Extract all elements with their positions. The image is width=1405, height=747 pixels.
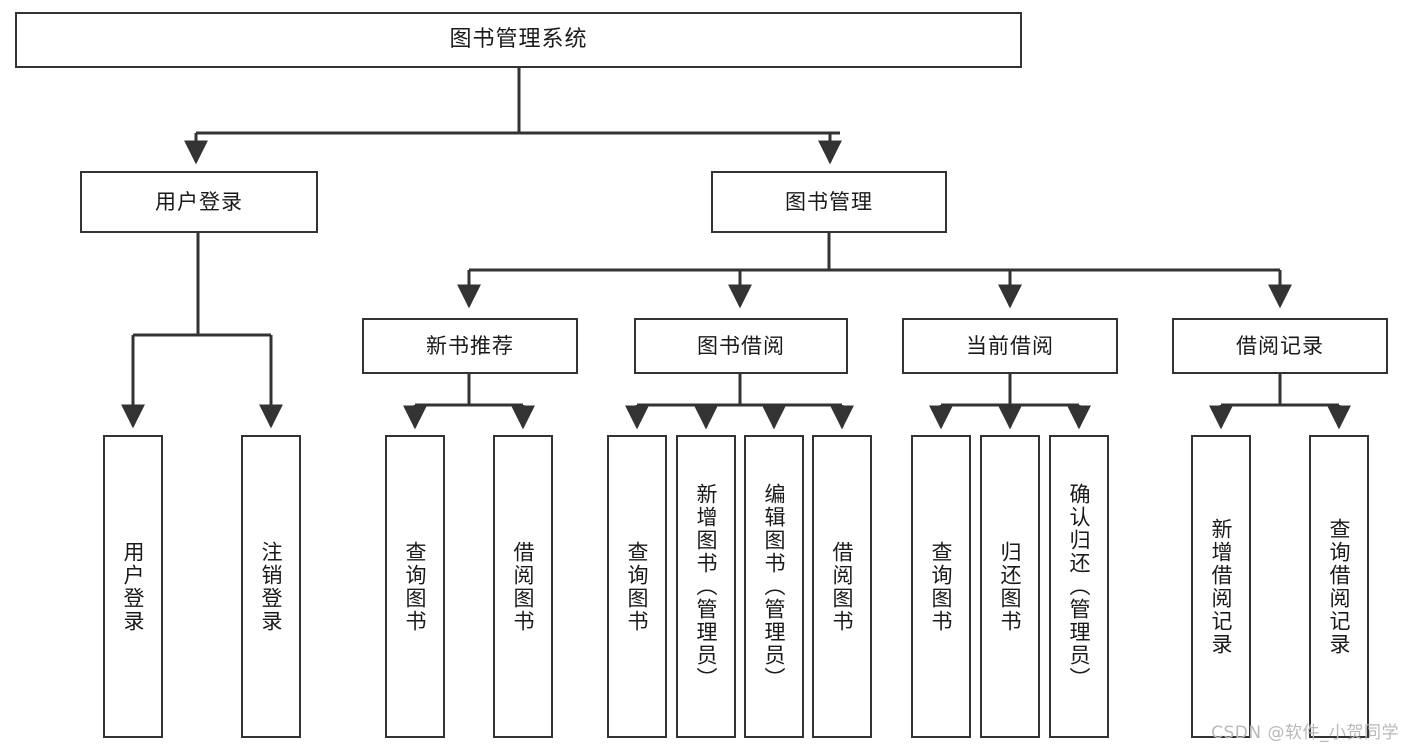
node-leaf-current-query-book[interactable]: 查询图书 — [911, 435, 971, 738]
node-book-borrow[interactable]: 图书借阅 — [634, 318, 848, 374]
node-leaf-user-logout[interactable]: 注销登录 — [241, 435, 301, 738]
node-leaf-borrow-edit-book[interactable]: 编辑图书（管理员） — [744, 435, 804, 738]
node-leaf-current-return-book[interactable]: 归还图书 — [980, 435, 1040, 738]
node-leaf-current-return-book-label: 归还图书 — [998, 540, 1023, 633]
node-leaf-user-logout-label: 注销登录 — [259, 540, 284, 633]
node-leaf-current-query-book-label: 查询图书 — [929, 540, 954, 633]
node-leaf-borrow-do-borrow[interactable]: 借阅图书 — [812, 435, 872, 738]
node-leaf-recommend-query-book-label: 查询图书 — [403, 540, 428, 633]
node-user-login[interactable]: 用户登录 — [80, 171, 318, 233]
node-leaf-record-add[interactable]: 新增借阅记录 — [1191, 435, 1251, 738]
node-book-borrow-label: 图书借阅 — [697, 333, 785, 358]
node-leaf-borrow-add-book[interactable]: 新增图书（管理员） — [676, 435, 736, 738]
node-new-book-recommend-label: 新书推荐 — [426, 333, 514, 358]
node-book-manage-label: 图书管理 — [785, 189, 873, 214]
node-leaf-record-search[interactable]: 查询借阅记录 — [1309, 435, 1369, 738]
node-leaf-current-confirm-return[interactable]: 确认归还（管理员） — [1049, 435, 1109, 738]
node-book-manage[interactable]: 图书管理 — [711, 171, 947, 233]
node-current-borrow[interactable]: 当前借阅 — [902, 318, 1118, 374]
node-leaf-recommend-borrow-book[interactable]: 借阅图书 — [493, 435, 553, 738]
node-leaf-recommend-query-book[interactable]: 查询图书 — [385, 435, 445, 738]
node-borrow-record[interactable]: 借阅记录 — [1172, 318, 1388, 374]
node-leaf-borrow-edit-book-label: 编辑图书（管理员） — [762, 483, 787, 690]
csdn-watermark: CSDN @软件_小贺同学 — [1211, 723, 1399, 743]
node-root-system-label: 图书管理系统 — [449, 27, 588, 53]
node-leaf-record-search-label: 查询借阅记录 — [1327, 517, 1352, 656]
node-leaf-recommend-borrow-book-label: 借阅图书 — [511, 540, 536, 633]
node-leaf-user-login-label: 用户登录 — [121, 540, 146, 633]
node-new-book-recommend[interactable]: 新书推荐 — [362, 318, 578, 374]
node-leaf-borrow-query-book[interactable]: 查询图书 — [607, 435, 667, 738]
node-leaf-borrow-add-book-label: 新增图书（管理员） — [694, 483, 719, 690]
node-user-login-label: 用户登录 — [155, 189, 243, 214]
node-root-system[interactable]: 图书管理系统 — [15, 12, 1022, 68]
node-current-borrow-label: 当前借阅 — [966, 333, 1054, 358]
node-borrow-record-label: 借阅记录 — [1236, 333, 1324, 358]
node-leaf-record-add-label: 新增借阅记录 — [1209, 517, 1234, 656]
node-leaf-user-login[interactable]: 用户登录 — [103, 435, 163, 738]
node-leaf-current-confirm-return-label: 确认归还（管理员） — [1067, 483, 1092, 690]
node-leaf-borrow-query-book-label: 查询图书 — [625, 540, 650, 633]
node-leaf-borrow-do-borrow-label: 借阅图书 — [830, 540, 855, 633]
